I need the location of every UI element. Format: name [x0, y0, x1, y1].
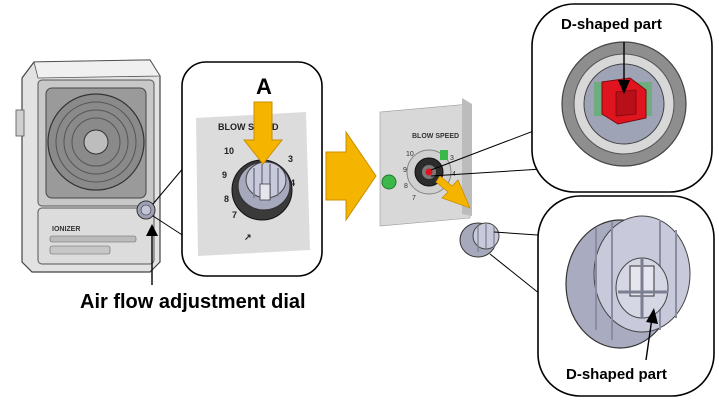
svg-text:9: 9 — [403, 167, 407, 174]
dial-pointer-arrow — [146, 224, 158, 285]
pull-arrow — [435, 175, 471, 209]
svg-text:3: 3 — [450, 155, 454, 162]
scale-7: 7 — [232, 210, 237, 220]
svg-text:BLOW SPEED: BLOW SPEED — [412, 133, 459, 140]
removed-knob — [459, 222, 500, 258]
ionizer-device: IONIZER — [15, 59, 161, 273]
step-arrow — [325, 130, 377, 222]
panel-without-knob: BLOW SPEED 10 9 8 7 3 4 — [379, 98, 472, 227]
svg-text:10: 10 — [406, 151, 414, 158]
brand-text: IONIZER — [52, 226, 80, 233]
scale-8: 8 — [224, 194, 229, 204]
svg-text:7: 7 — [412, 195, 416, 202]
d-part-top-bubble — [531, 3, 713, 193]
indicator-led — [381, 174, 397, 190]
scale-10: 10 — [224, 146, 234, 156]
blow-speed-heading: BLOW SPEED — [218, 122, 279, 132]
scale-9: 9 — [222, 170, 227, 180]
svg-text:↗: ↗ — [244, 232, 252, 242]
svg-text:8: 8 — [404, 183, 408, 190]
scale-3: 3 — [288, 154, 293, 164]
d-part-bottom-bubble — [537, 195, 715, 397]
d-part-top-label: D-shaped part — [561, 16, 662, 33]
scale-4: 4 — [290, 178, 295, 188]
push-arrow — [242, 101, 284, 165]
dial-closeup: BLOW SPEED 10 9 8 7 3 4 ↗ — [181, 61, 323, 277]
callout-letter-a: A — [256, 74, 272, 99]
d-part-bottom-label: D-shaped part — [566, 366, 667, 383]
dial-caption: Air flow adjustment dial — [80, 291, 306, 313]
